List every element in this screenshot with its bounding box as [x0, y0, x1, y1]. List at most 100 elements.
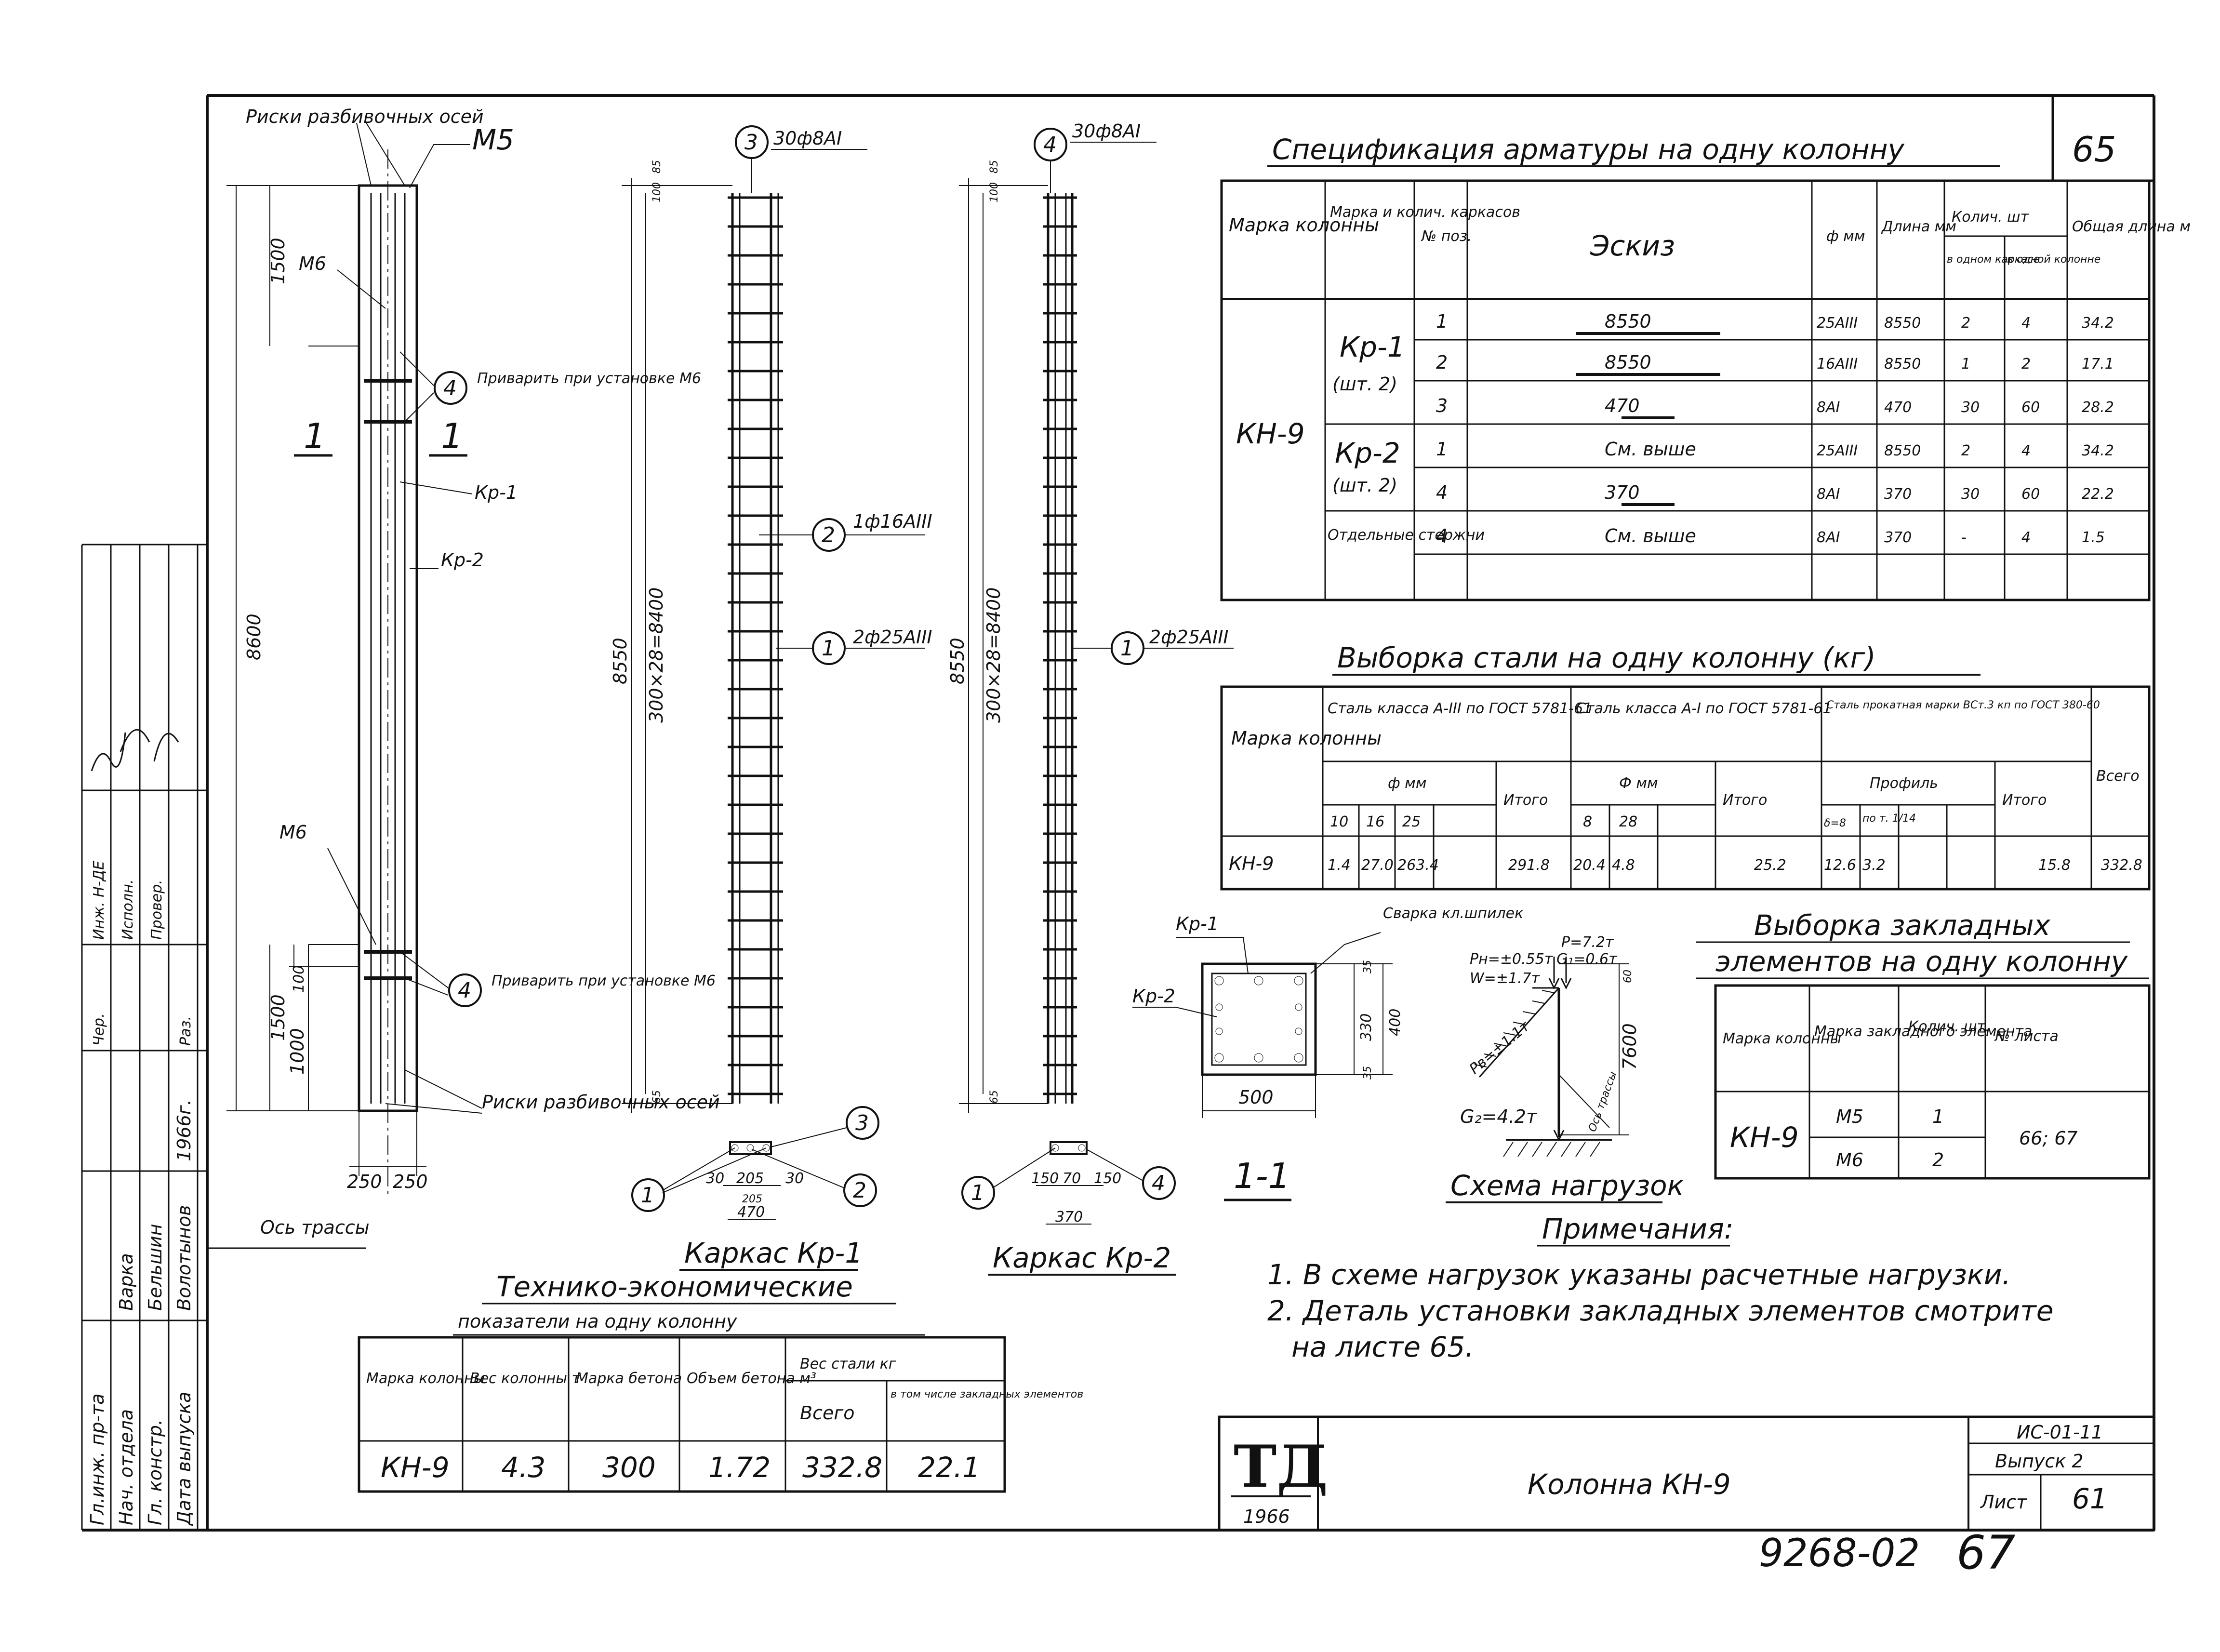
column-dim-250a: 250 — [347, 1171, 382, 1192]
left-stamp: Гл.инж. пр-та Нач. отдела Гл. констр. Да… — [81, 544, 207, 1530]
spec-row-total: 34.2 — [2082, 315, 2114, 332]
kr2-title: Каркас Кр-2 — [993, 1241, 1171, 1274]
load-pn: Рн=±0.55т — [1470, 951, 1554, 968]
emb-row1-el: М5 — [1836, 1106, 1863, 1127]
stamp-extra-4: Раз. — [177, 1016, 194, 1046]
sec-dim-35a: 35 — [1362, 960, 1374, 973]
load-dim-60: 60 — [1622, 970, 1634, 983]
section-1-1: Кр-1 Кр-2 Сварка кл.шпилек 500 330 400 3… — [1132, 905, 1523, 1201]
stamp-name-2: Бельшин — [145, 1224, 166, 1311]
spec-row-qty-cage: 30 — [1961, 486, 1980, 503]
stamp-role-4: Дата выпуска — [173, 1392, 195, 1526]
tech-row-concrete: 300 — [602, 1451, 656, 1484]
kr2-sec-dim-370: 370 — [1055, 1209, 1083, 1226]
column-dim-bottom: 1500 — [267, 994, 289, 1041]
inventory-page: 67 — [1956, 1526, 2015, 1580]
label-m5: М5 — [472, 123, 514, 156]
spec-row-sketch: См. выше — [1605, 525, 1696, 546]
stamp-name-1: Варка — [116, 1253, 137, 1311]
spec-row-dia: 16АIII — [1817, 356, 1858, 373]
kr1-dim-85: 85 — [651, 160, 663, 173]
spec-group-kr1-count: (шт. 2) — [1332, 373, 1397, 395]
spec-h-pos: № поз. — [1421, 228, 1472, 245]
emb-h-sheet: № листа — [1994, 1028, 2059, 1045]
cage-kr1: 8550 300×28=8400 100 85 65 3 30ф8АI 2 1ф… — [610, 125, 932, 1271]
kr1-dim-100: 100 — [651, 182, 663, 202]
kr1-sec-dim-470: 470 — [737, 1204, 765, 1221]
kr1-callout-mid-num: 2 — [822, 523, 835, 547]
notes-title: Примечания: — [1542, 1212, 1733, 1245]
spec-row-len: 470 — [1884, 399, 1912, 416]
steel-row-mark: КН-9 — [1229, 853, 1274, 874]
steel-h-profile: Профиль — [1870, 775, 1938, 792]
sheet-number: 61 — [2072, 1482, 2108, 1515]
steel-d-25: 25 — [1402, 813, 1421, 830]
column-dim-250b: 250 — [393, 1171, 428, 1192]
sheet-issue: Выпуск 2 — [1995, 1451, 2084, 1472]
label-weld-top: Приварить при установке М6 — [477, 370, 701, 387]
tech-h-weight: Вес колонны т — [470, 1370, 581, 1387]
spec-row-pos: 4 — [1436, 525, 1448, 546]
sheet-label: Лист — [1980, 1492, 2028, 1513]
steel-row-a1-total: 25.2 — [1754, 857, 1786, 874]
label-kr2: Кр-2 — [441, 549, 484, 571]
sheet-title: Колонна КН-9 — [1528, 1468, 1731, 1501]
spec-row-total: 17.1 — [2082, 356, 2114, 373]
steel-d-10: 10 — [1330, 813, 1348, 830]
spec-row-qty-col: 4 — [2021, 315, 2031, 332]
sec-label-kr1: Кр-1 — [1176, 913, 1219, 934]
steel-p-1: δ=8 — [1824, 817, 1846, 829]
sec-dim-500: 500 — [1238, 1087, 1274, 1108]
tech-row-volume: 1.72 — [708, 1451, 771, 1484]
label-m6-top: М6 — [299, 253, 326, 274]
steel-title: Выборка стали на одну колонну (кг) — [1337, 641, 1876, 674]
spec-group-kr2-count: (шт. 2) — [1332, 475, 1397, 496]
label-weld-bottom: Приварить при установке М6 — [492, 973, 716, 989]
spec-h-cages: Марка и колич. каркасов — [1330, 204, 1520, 221]
label-kr1: Кр-1 — [475, 482, 518, 503]
spec-row-qty-col: 4 — [2021, 442, 2031, 459]
load-w: W=±1.7т — [1470, 970, 1541, 987]
kr2-sec-dim-70: 70 — [1063, 1170, 1081, 1187]
kr1-dim-spacing: 300×28=8400 — [646, 587, 667, 723]
emb-sheets: 66; 67 — [2019, 1128, 2078, 1149]
steel-h-fmm: ф мм — [1388, 775, 1426, 792]
label-riski-top: Риски разбивочных осей — [246, 106, 484, 127]
sec-dim-35b: 35 — [1362, 1066, 1374, 1079]
stamp-name-3: Волотынов — [173, 1205, 195, 1311]
kr2-dim-100: 100 — [988, 182, 1000, 202]
page-number: 65 — [2072, 129, 2116, 170]
load-g2: G₂=4.2т — [1460, 1106, 1538, 1127]
spec-row-pos: 2 — [1436, 352, 1448, 373]
inventory-number: 9268-02 — [1759, 1531, 1920, 1575]
steel-h-group3: Сталь прокатная марки ВСт.3 кп по ГОСТ 3… — [1826, 699, 2100, 711]
column-elevation: 8600 1500 1500 100 1000 250 250 1 1 Риск… — [207, 106, 720, 1249]
label-m6-bottom: М6 — [279, 822, 307, 843]
tech-h-steel: Вес стали кг — [800, 1356, 896, 1372]
stamp-role-2: Нач. отдела — [116, 1409, 137, 1525]
spec-row-sketch: 8550 — [1605, 352, 1651, 373]
stamp-role-1: Гл.инж. пр-та — [87, 1393, 108, 1525]
spec-row-qty-cage: 1 — [1961, 356, 1970, 373]
spec-row-dia: 8АI — [1817, 486, 1840, 503]
kr1-callout-top-text: 30ф8АI — [773, 128, 842, 149]
sec-dim-330: 330 — [1358, 1013, 1375, 1041]
kr1-sec-callout-1: 1 — [641, 1183, 654, 1208]
kr2-sec-dim-150a: 150 — [1031, 1170, 1059, 1187]
section-mark-left: 1 — [304, 416, 326, 456]
spec-row-sketch: 8550 — [1605, 311, 1651, 332]
spec-group-kr2: Кр-2 — [1335, 437, 1400, 469]
emb-h-mark: Марка колонны — [1723, 1030, 1841, 1047]
logo-letters: ТД — [1234, 1433, 1328, 1501]
spec-row-qty-col: 2 — [2021, 356, 2031, 373]
steel-d-16: 16 — [1366, 813, 1384, 830]
load-g1: G₁=0.6т — [1556, 951, 1618, 968]
steel-row-p2: 3.2 — [1862, 857, 1886, 874]
sec-dim-400: 400 — [1387, 1009, 1404, 1036]
spec-row-dia: 8АI — [1817, 399, 1840, 416]
spec-row-total: 22.2 — [2082, 486, 2114, 503]
load-title: Схема нагрузок — [1450, 1169, 1684, 1202]
spec-row-dia: 25АIII — [1817, 442, 1858, 459]
steel-d-8: 8 — [1583, 813, 1592, 830]
